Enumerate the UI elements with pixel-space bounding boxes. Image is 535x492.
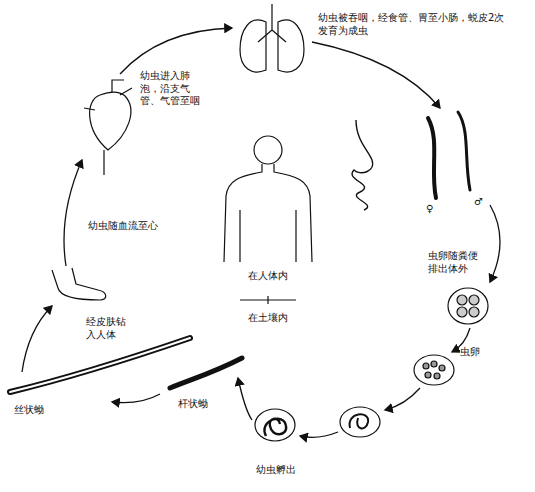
filariform-larva-core	[10, 338, 190, 392]
lungs	[240, 4, 304, 72]
cycle-arrow	[120, 28, 232, 74]
region-label: 在土壤内	[248, 312, 288, 325]
step-note: 虫卵随粪便排出体外	[428, 250, 484, 275]
step-note: 经皮肤钻入人体	[86, 316, 130, 341]
step-note: 幼虫进入肺泡，沿支气管、气管至咽	[140, 70, 200, 108]
cycle-arrow	[64, 160, 82, 266]
stomach-intestine	[352, 120, 373, 210]
male-worm	[458, 112, 470, 190]
step-note: 幼虫随血流至心	[88, 220, 158, 233]
cycle-arrow	[112, 394, 160, 403]
cycle-arrow	[385, 388, 420, 410]
eggs	[255, 288, 488, 441]
stage-label: 虫卵	[460, 346, 480, 359]
filariform-larva	[10, 338, 190, 392]
cycle-arrow	[22, 306, 52, 372]
foot	[52, 268, 106, 300]
cycle-arrow	[300, 432, 338, 437]
cycle-arrow	[238, 378, 252, 420]
cycle-arrow	[490, 205, 500, 282]
rhabditiform-larva	[170, 358, 242, 388]
stage-label: 杆状蚴	[178, 398, 208, 411]
human-silhouette	[224, 136, 312, 304]
region-label: 在人体内	[248, 270, 288, 283]
heart	[84, 80, 132, 175]
cycle-arrow	[312, 42, 440, 108]
sex-symbol: ♀	[426, 203, 433, 216]
female-worm	[428, 118, 436, 198]
stage-label: 丝状蚴	[14, 404, 44, 417]
step-note: 幼虫被吞咽，经食管、胃至小肠，蜕皮2次发育为成虫	[318, 12, 510, 37]
stage-label: 幼虫孵出	[256, 464, 296, 477]
sex-symbol: ♂	[474, 196, 483, 209]
